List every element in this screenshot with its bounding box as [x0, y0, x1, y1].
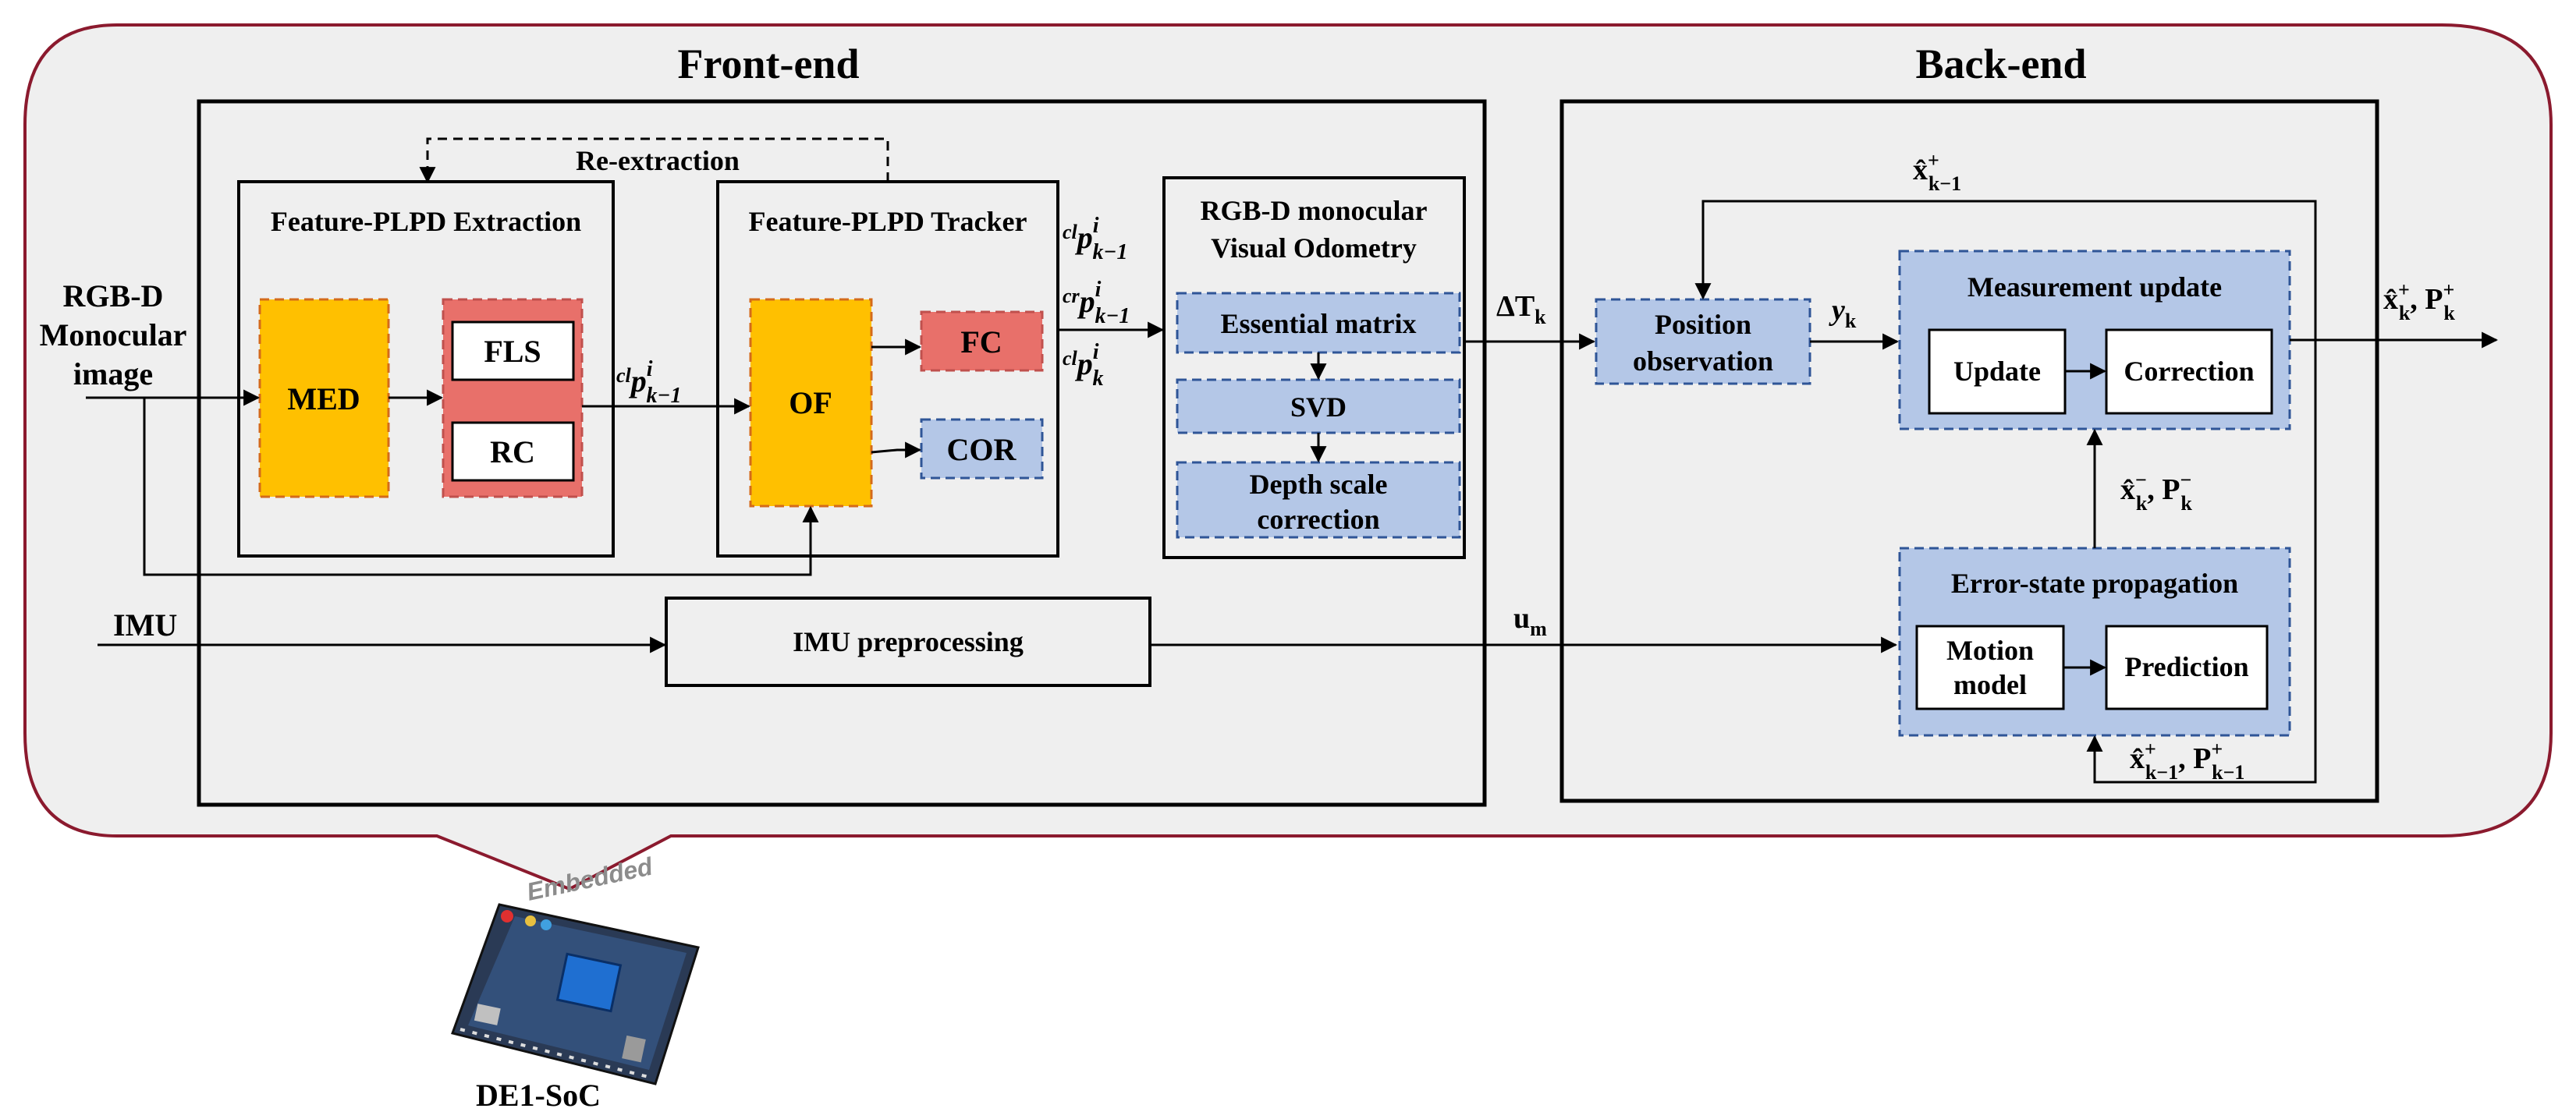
tracker-box [716, 180, 1059, 558]
extraction-box [237, 180, 615, 558]
vo-title-1: RGB-D monocular [1201, 195, 1428, 226]
of-label: OF [789, 385, 832, 420]
rgbd-label-3: image [73, 356, 153, 391]
vo-box [1162, 176, 1466, 559]
rgbd-label-2: Monocular [40, 317, 187, 352]
motion-model-block [1915, 625, 2065, 710]
extraction-title: Feature-PLPD Extraction [271, 206, 581, 237]
svd-label: SVD [1290, 391, 1347, 423]
signal-x-out: x̂+k, P+k [2383, 278, 2455, 324]
back-end-box [1559, 99, 2379, 803]
essential-matrix-block [1176, 292, 1461, 354]
front-end-title: Front-end [677, 41, 859, 87]
correction-label: Correction [2124, 356, 2254, 387]
position-observation-label-1: Position [1655, 309, 1751, 340]
error-state-title: Error-state propagation [1951, 568, 2238, 599]
of-block [749, 298, 873, 508]
position-observation-block [1595, 298, 1811, 385]
imu-label: IMU [113, 607, 177, 643]
motion-model-label-1: Motion [1946, 635, 2034, 666]
signal-delta-t: ΔTk [1496, 290, 1546, 328]
re-extraction-loop [419, 137, 889, 184]
depth-scale-block [1176, 461, 1461, 539]
vo-title-2: Visual Odometry [1211, 232, 1417, 264]
signal-y-k: yk [1829, 294, 1857, 332]
de1-soc-board-icon [451, 903, 700, 1085]
cor-block [920, 418, 1044, 480]
rc-block [451, 421, 575, 482]
fls-block [451, 320, 575, 381]
signal-x-prev-bottom: x̂+k−1, P+k−1 [2130, 738, 2244, 784]
arrow-of-cor [871, 441, 922, 459]
de1-soc-label: DE1-SoC [476, 1078, 601, 1113]
front-end-box [197, 99, 1487, 807]
rc-label: RC [490, 434, 535, 469]
feedback-bottom-loop [2086, 340, 2317, 784]
re-extraction-label: Re-extraction [576, 145, 740, 176]
fc-label: FC [960, 324, 1002, 359]
imu-preprocessing-label: IMU preprocessing [793, 626, 1024, 657]
rgbd-label-1: RGB-D [63, 278, 164, 313]
correction-block [2105, 328, 2273, 415]
fls-label: FLS [484, 334, 541, 369]
measurement-update-title: Measurement update [1967, 271, 2222, 303]
essential-matrix-label: Essential matrix [1221, 308, 1417, 339]
back-end-title: Back-end [1915, 41, 2086, 87]
update-block [1928, 328, 2067, 415]
signal-u-m: um [1513, 602, 1547, 640]
arrow-input-of [143, 398, 819, 576]
update-label: Update [1953, 356, 2041, 387]
tracker-title: Feature-PLPD Tracker [749, 206, 1027, 237]
signal-x-prev-top: x̂+k−1 [1913, 149, 1961, 195]
med-block [258, 298, 390, 498]
med-label: MED [287, 381, 360, 416]
signal-x-minus: x̂−k, P−k [2120, 469, 2192, 515]
prediction-block [2105, 625, 2269, 710]
motion-model-label-2: model [1953, 669, 2027, 700]
depth-scale-label-2: correction [1257, 504, 1379, 535]
cor-label: COR [947, 432, 1017, 467]
depth-scale-label-1: Depth scale [1250, 469, 1388, 500]
outer-region [23, 23, 2553, 891]
prediction-label: Prediction [2124, 651, 2248, 682]
position-observation-label-2: observation [1633, 345, 1773, 377]
